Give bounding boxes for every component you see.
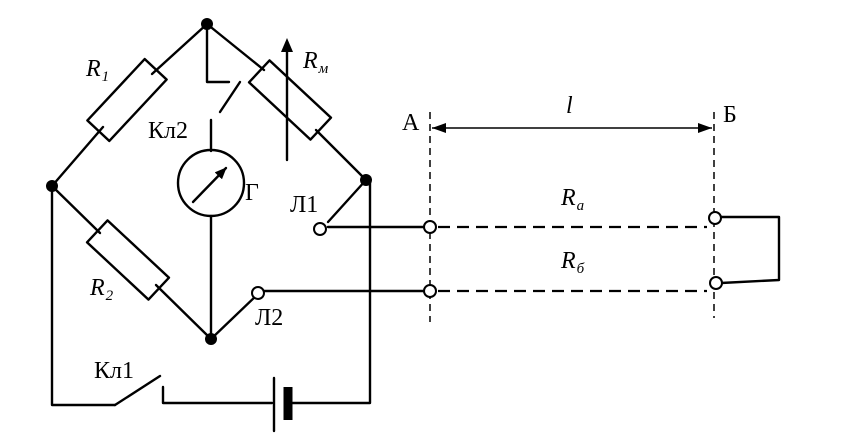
- terminal-b1: [708, 211, 722, 225]
- label-kl1: Кл1: [94, 358, 134, 384]
- label-l2: Л2: [255, 305, 283, 331]
- node-right: [360, 174, 372, 186]
- label-rb: Rб: [560, 248, 585, 277]
- arm-r1: [50, 22, 209, 188]
- terminal-l2: [251, 286, 265, 300]
- wire-right-to-l1: [326, 178, 368, 224]
- line-end-jumper: [719, 215, 781, 285]
- label-r2: R2: [89, 275, 114, 304]
- battery-loop: [50, 178, 372, 433]
- variable-arrow: [281, 38, 293, 162]
- label-rm: Rм: [302, 48, 329, 77]
- arm-r2: [50, 184, 213, 341]
- resistor-rm: [247, 59, 333, 141]
- kl2-switch-blade: [218, 80, 242, 114]
- wire-bottom-to-l2: [209, 292, 260, 341]
- label-r1: R1: [85, 56, 109, 85]
- label-l1: Л1: [290, 192, 318, 218]
- node-left: [46, 180, 58, 192]
- label-point-a: А: [402, 110, 420, 136]
- kl1-switch-blade: [113, 374, 162, 407]
- terminal-a2: [423, 284, 437, 298]
- length-dimension: [432, 123, 712, 133]
- terminal-a1: [423, 220, 437, 234]
- galvanometer-needle: [191, 166, 228, 204]
- label-galvanometer: Г: [245, 180, 259, 206]
- label-ra: Rа: [560, 185, 584, 214]
- node-top: [201, 18, 213, 30]
- terminal-l1: [313, 222, 327, 236]
- resistor-r2: [85, 219, 171, 301]
- label-point-b: Б: [723, 102, 737, 128]
- node-bottom: [205, 333, 217, 345]
- arm-rm: [205, 22, 368, 182]
- galvanometer-branch: [176, 22, 246, 341]
- label-length: l: [566, 93, 573, 119]
- resistor-r1: [86, 57, 168, 143]
- terminal-b2: [709, 276, 723, 290]
- label-kl2: Кл2: [148, 118, 188, 144]
